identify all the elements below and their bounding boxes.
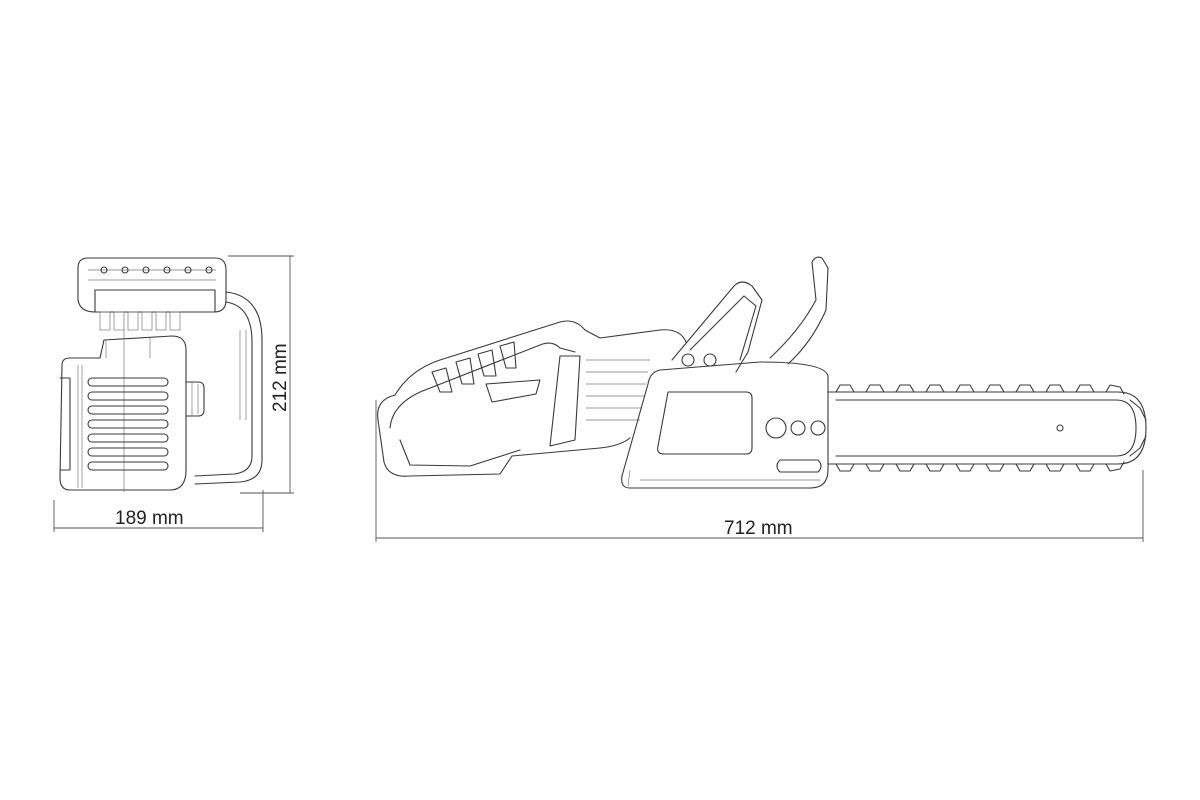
front-top-handle xyxy=(77,257,227,313)
grip-slots xyxy=(99,311,181,331)
wrap-handle xyxy=(194,291,263,485)
front-guard xyxy=(671,281,763,373)
front-body xyxy=(59,335,187,491)
side-view xyxy=(377,256,1147,489)
handle-screws xyxy=(100,266,213,274)
chain xyxy=(835,384,1125,395)
sprocket-cover xyxy=(765,417,787,439)
length-dimension xyxy=(375,400,1144,542)
rear-handle xyxy=(394,320,687,396)
width-dimension-label: 189 mm xyxy=(115,508,184,529)
grip-ridges xyxy=(431,341,517,393)
height-dimension-label: 212 mm xyxy=(270,343,291,412)
motor-housing xyxy=(621,361,829,489)
tension-knob xyxy=(185,381,205,417)
length-dimension-label: 712 mm xyxy=(724,518,793,539)
front-view xyxy=(59,257,263,492)
guide-bar xyxy=(827,391,1147,465)
front-dimensions xyxy=(53,255,294,532)
brake-lever xyxy=(769,256,829,365)
vent-slots xyxy=(87,377,169,471)
